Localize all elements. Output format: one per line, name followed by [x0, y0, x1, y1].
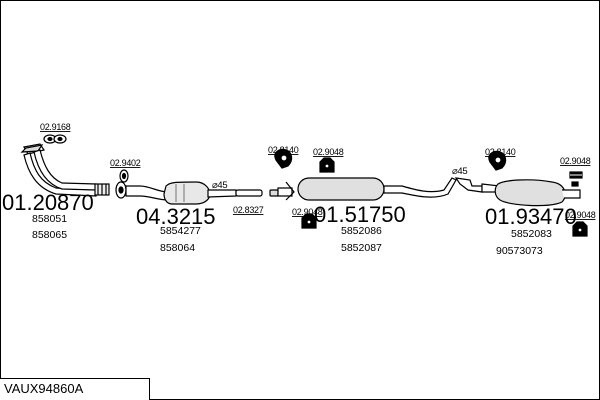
- rubber-ring-icon[interactable]: [319, 157, 335, 173]
- rear-silencer[interactable]: [454, 177, 581, 207]
- oe-catalyst-2: 858064: [160, 242, 195, 254]
- label-a6: 02.9048: [292, 207, 323, 217]
- oe-catalyst-1: 5854277: [160, 225, 201, 237]
- diameter-label-2: ⌀45: [452, 166, 467, 177]
- label-a8: 02.9048: [560, 156, 591, 166]
- label-a9: 02.9048: [565, 210, 596, 220]
- oe-middle-silencer-2: 5852087: [341, 242, 382, 254]
- label-a2: 02.9402: [110, 158, 141, 168]
- oe-front-pipe-2: 858065: [32, 229, 67, 241]
- part-number-rear-silencer: 01.93470: [485, 204, 577, 229]
- rubber-hanger-icon-2[interactable]: [488, 150, 507, 171]
- oe-middle-silencer-1: 5852086: [341, 225, 382, 237]
- label-a3: 02.8327: [233, 205, 264, 215]
- gasket-icon[interactable]: [43, 134, 67, 144]
- rubber-ring-icon-2[interactable]: [301, 213, 317, 229]
- model-code: VAUX94860A: [0, 378, 150, 400]
- rubber-ring-icon-4[interactable]: [572, 221, 588, 237]
- part-number-front-pipe: 01.20870: [2, 190, 94, 215]
- oe-front-pipe-1: 858051: [32, 213, 67, 225]
- part-number-middle-silencer: 01.51750: [314, 202, 406, 227]
- part-number-catalyst: 04.3215: [136, 204, 216, 229]
- label-a7: 02.8140: [485, 147, 516, 157]
- rubber-hanger-icon[interactable]: [274, 148, 293, 169]
- oe-rear-silencer-2: 90573073: [496, 245, 543, 257]
- diameter-label-1: ⌀45: [212, 180, 227, 191]
- front-pipe[interactable]: [20, 143, 127, 199]
- flange-gasket-icon[interactable]: [119, 169, 129, 183]
- label-a4: 02.8140: [268, 145, 299, 155]
- connector-pipe[interactable]: [235, 189, 279, 197]
- catalyst[interactable]: [125, 181, 237, 205]
- label-a1: 02.9168: [40, 122, 71, 132]
- label-a5: 02.9048: [313, 147, 344, 157]
- rubber-ring-icon-3[interactable]: [569, 171, 583, 179]
- middle-silencer[interactable]: [277, 177, 457, 201]
- oe-rear-silencer-1: 5852083: [511, 228, 552, 240]
